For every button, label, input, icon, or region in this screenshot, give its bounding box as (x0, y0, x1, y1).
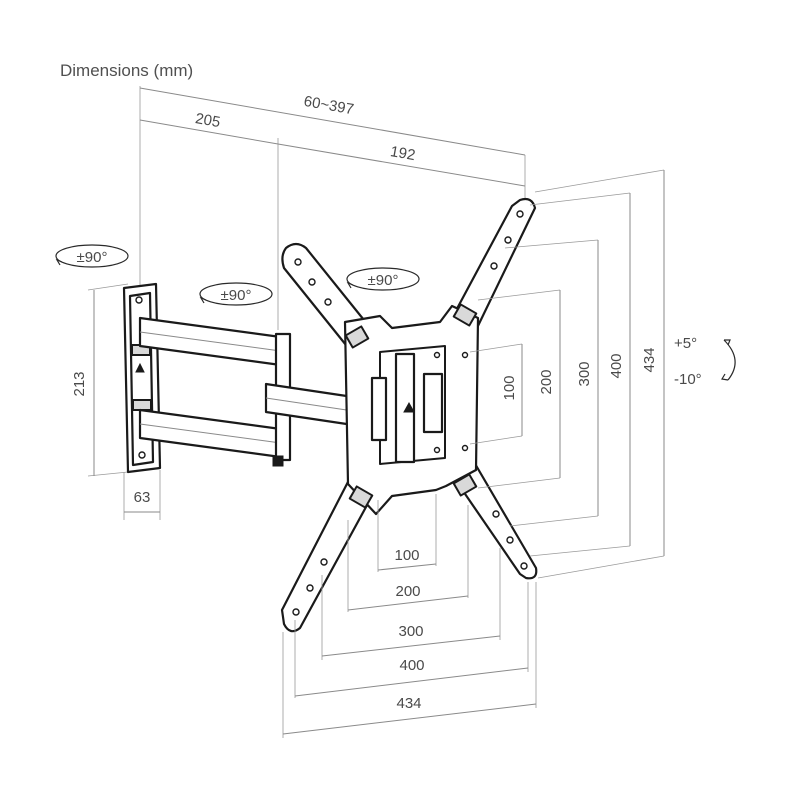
dim-extension-label: 60~397 (302, 93, 355, 119)
tilt-arrow-icon (723, 339, 736, 381)
tv-bracket (280, 197, 538, 633)
bracket-up-arrow-icon (403, 401, 415, 413)
vertical-dim-100: 100 (501, 375, 518, 400)
vertical-dim-400: 400 (608, 353, 625, 378)
horizontal-dim-200: 200 (395, 583, 420, 600)
dim-plate-label: 192 (389, 143, 417, 164)
dim-arm-label: 205 (194, 110, 222, 131)
wall-plate-dimensions: 213 63 (71, 283, 161, 520)
plate-rotation-label: ±90° (368, 272, 399, 289)
up-arrow-icon (135, 362, 145, 373)
swing-arms (138, 316, 362, 467)
horizontal-dim-100: 100 (394, 547, 419, 564)
vertical-dim-200: 200 (538, 369, 555, 394)
horizontal-dim-300: 300 (398, 623, 423, 640)
wall-swivel-label: ±90° (77, 249, 108, 266)
vertical-dim-434: 434 (641, 347, 658, 372)
vertical-vesa-dimensions: 100 200 300 400 434 (469, 169, 665, 579)
vertical-dim-300: 300 (576, 361, 593, 386)
diagram-title: Dimensions (mm) (60, 61, 193, 80)
horizontal-vesa-dimensions: 100 200 300 400 434 (282, 494, 537, 738)
horizontal-dim-434: 434 (396, 695, 421, 712)
rotation-indicators: ±90° ±90° ±90° (55, 244, 420, 306)
horizontal-dim-400: 400 (399, 657, 424, 674)
wall-plate-height-label: 213 (71, 371, 88, 396)
wall-plate (122, 282, 162, 474)
arm-swivel-label: ±90° (221, 287, 252, 304)
wall-plate-width-label: 63 (134, 489, 151, 506)
tilt-indicator: +5° -10° (674, 335, 736, 388)
tilt-up-label: +5° (674, 335, 697, 352)
tilt-down-label: -10° (674, 371, 702, 388)
